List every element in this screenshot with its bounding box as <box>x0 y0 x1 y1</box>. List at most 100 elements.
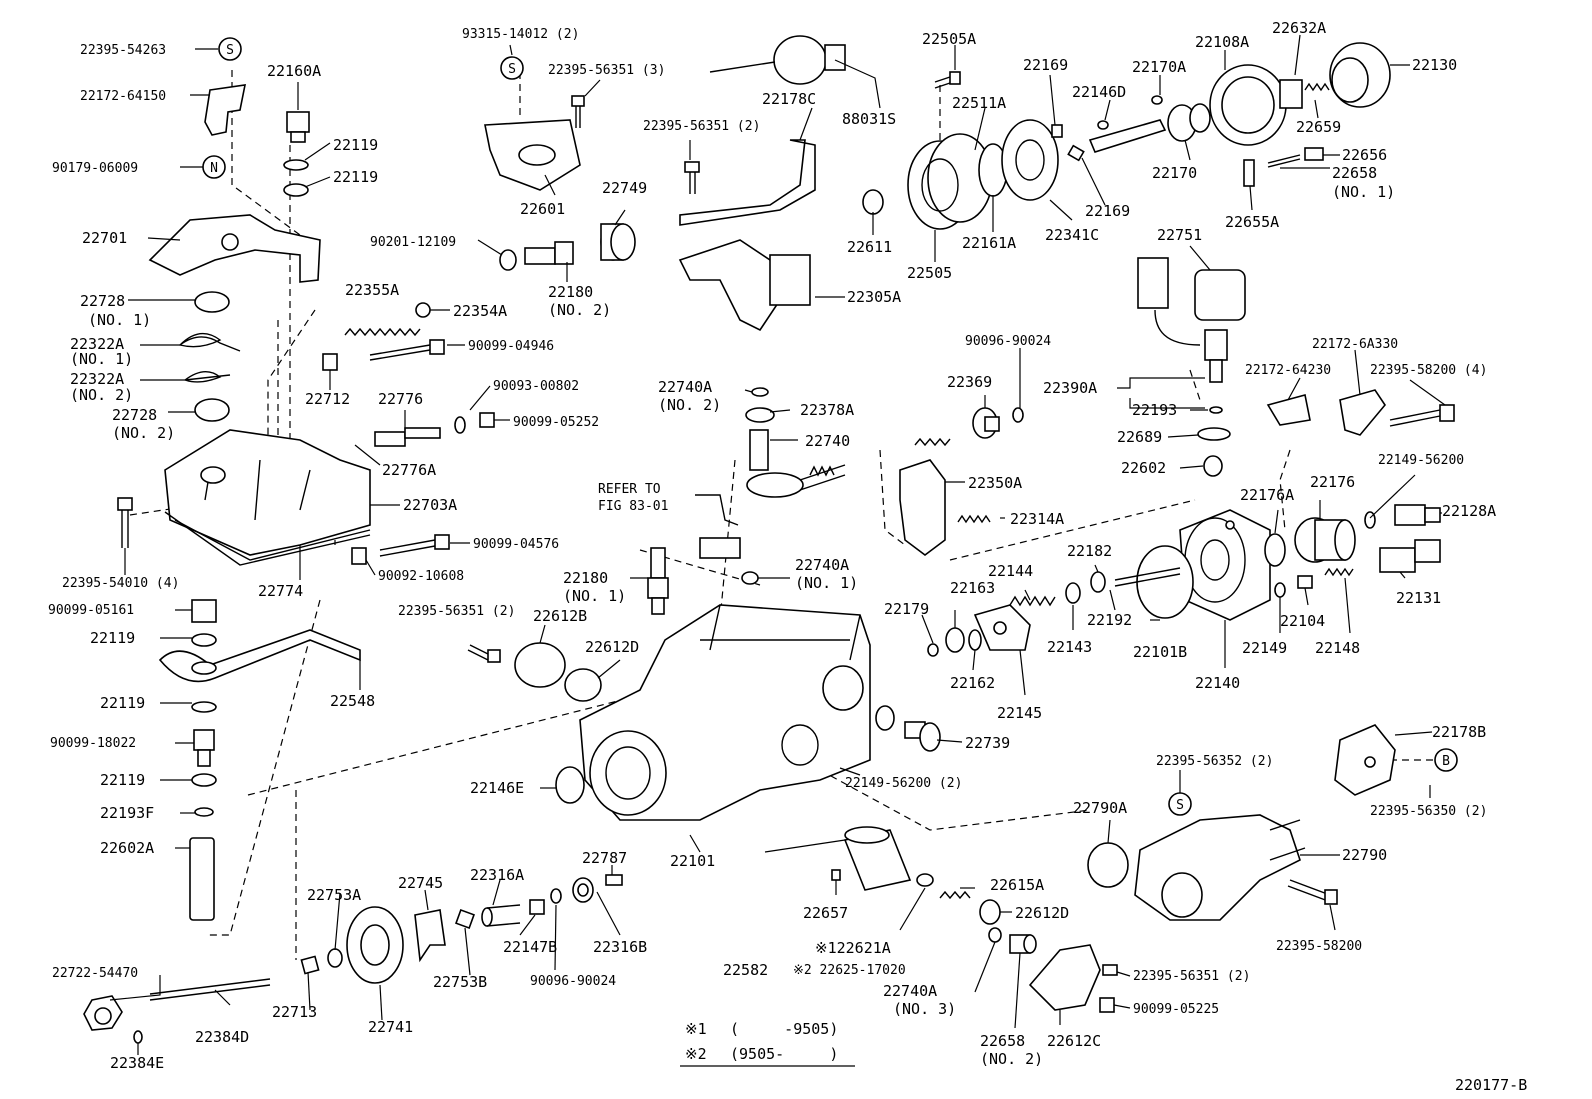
label-22149-56200-b: 22149-56200 (2) <box>845 776 962 791</box>
cap-22316B <box>572 877 594 903</box>
label-22602: 22602 <box>1121 459 1166 477</box>
label-90093-00802: 90093-00802 <box>493 379 579 394</box>
label-22108A: 22108A <box>1195 33 1249 51</box>
label-22790A: 22790A <box>1073 799 1127 817</box>
washer-90093-00802 <box>454 416 466 434</box>
shaft-22170 <box>1088 103 1211 153</box>
label-22104: 22104 <box>1280 612 1325 630</box>
label-90099-04576: 90099-04576 <box>473 537 559 552</box>
label-22305A: 22305A <box>847 288 901 306</box>
ring-22162 <box>968 629 982 651</box>
label-22178C: 22178C <box>762 90 816 108</box>
oring-90096-90024-a <box>1012 407 1024 423</box>
label-90099-05225: 90099-05225 <box>1133 1002 1219 1017</box>
label-22395-54263: 22395-54263 <box>80 43 166 58</box>
legend-note2-mark: ※2 <box>685 1045 707 1063</box>
label-22390A: 22390A <box>1043 379 1097 397</box>
label-22740: 22740 <box>805 432 850 450</box>
part-labels: 22395-54263 22160A 22172-64150 22119 221… <box>48 19 1496 1072</box>
pin-22655A <box>1243 159 1255 187</box>
label-22655A: 22655A <box>1225 213 1279 231</box>
nut-22611 <box>862 189 884 215</box>
label-90096-90024-b: 90096-90024 <box>530 974 616 989</box>
bolt-22395-58200 <box>1287 879 1338 905</box>
label-22314A: 22314A <box>1010 510 1064 528</box>
bolt-90099-04576 <box>379 534 450 557</box>
pin-22658-1 <box>1267 154 1301 168</box>
label-22180-1: 22180 <box>563 569 608 587</box>
part-shapes <box>83 35 1455 1044</box>
label-22749: 22749 <box>602 179 647 197</box>
nut-90099-05225 <box>1099 997 1115 1013</box>
gear-22341C <box>1001 119 1059 201</box>
valve-22740 <box>746 429 846 498</box>
label-22505A: 22505A <box>922 30 976 48</box>
label-22146E: 22146E <box>470 779 524 797</box>
roller-22632A <box>1279 79 1303 109</box>
label-90179-06009: 90179-06009 <box>52 161 138 176</box>
label-22119-d: 22119 <box>100 694 145 712</box>
label-22701: 22701 <box>82 229 127 247</box>
label-22753A: 22753A <box>307 886 361 904</box>
label-22602A: 22602A <box>100 839 154 857</box>
oring-90096-90024-b <box>550 888 562 904</box>
lever-22350A <box>899 459 946 556</box>
bracket-22178C <box>679 139 816 226</box>
label-22192: 22192 <box>1087 611 1132 629</box>
label-22395-56352: 22395-56352 (2) <box>1156 754 1273 769</box>
spring-22322A-1 <box>178 332 241 352</box>
pin-22656 <box>1304 147 1324 161</box>
marker-s1-text: S <box>226 43 234 58</box>
label-22625-17020: ※2 22625-17020 <box>793 963 906 978</box>
label-22322A-2: 22322A <box>70 370 124 388</box>
diagram-code: 220177-B <box>1455 1076 1527 1094</box>
oring-22740A-2 <box>751 387 769 397</box>
label-22774: 22774 <box>258 582 303 600</box>
washer-22119-d <box>191 701 217 713</box>
label-22369: 22369 <box>947 373 992 391</box>
label-22384D: 22384D <box>195 1028 249 1046</box>
label-22612D-a: 22612D <box>585 638 639 656</box>
label-22728-1: 22728 <box>80 292 125 310</box>
label-88031S: 88031S <box>842 110 896 128</box>
label-22395-58200-4: 22395-58200 (4) <box>1370 363 1487 378</box>
label-22378A: 22378A <box>800 401 854 419</box>
label-22395-56351-2c: 22395-56351 (2) <box>1133 969 1250 984</box>
bolt-90099-18022 <box>193 729 215 767</box>
label-22182: 22182 <box>1067 542 1112 560</box>
screw-22395-56351-2c <box>1102 964 1118 976</box>
label-22163: 22163 <box>950 579 995 597</box>
label-22322A-1: 22322A <box>70 335 124 353</box>
ring-22108A <box>1209 64 1287 146</box>
oring-22689 <box>1197 427 1231 441</box>
legend-note2-text: (9505- ) <box>730 1045 838 1063</box>
screw-22395-56351-2b <box>467 644 501 663</box>
oring-22176A <box>1264 533 1286 567</box>
label-22776: 22776 <box>378 390 423 408</box>
washer-22753A <box>327 948 343 968</box>
label-22753B: 22753B <box>433 973 487 991</box>
oring-22740A-3 <box>988 927 1002 943</box>
label-no2-a: (NO. 2) <box>70 386 133 404</box>
bracket-22172-64230 <box>1266 394 1311 426</box>
marker-b1-text: B <box>1442 754 1450 769</box>
label-22176A: 22176A <box>1240 486 1294 504</box>
label-22172-64230: 22172-64230 <box>1245 363 1331 378</box>
label-22728-2: 22728 <box>112 406 157 424</box>
label-22341C: 22341C <box>1045 226 1099 244</box>
label-22659: 22659 <box>1296 118 1341 136</box>
label-90099-05252: 90099-05252 <box>513 415 599 430</box>
label-22145: 22145 <box>997 704 1042 722</box>
label-22395-56351-3: 22395-56351 (3) <box>548 63 665 78</box>
spring-seat-22728-1 <box>194 291 230 313</box>
oring-22384E <box>133 1030 143 1044</box>
label-22148: 22148 <box>1315 639 1360 657</box>
spring-22144 <box>1009 595 1056 607</box>
label-no2-c: (NO. 2) <box>548 301 611 319</box>
label-22689: 22689 <box>1117 428 1162 446</box>
oring-22193F <box>194 807 214 817</box>
label-22745: 22745 <box>398 874 443 892</box>
ring-22163 <box>945 627 965 653</box>
screw-22395-56351-2a <box>684 161 700 194</box>
bolt-22160A <box>286 111 310 143</box>
